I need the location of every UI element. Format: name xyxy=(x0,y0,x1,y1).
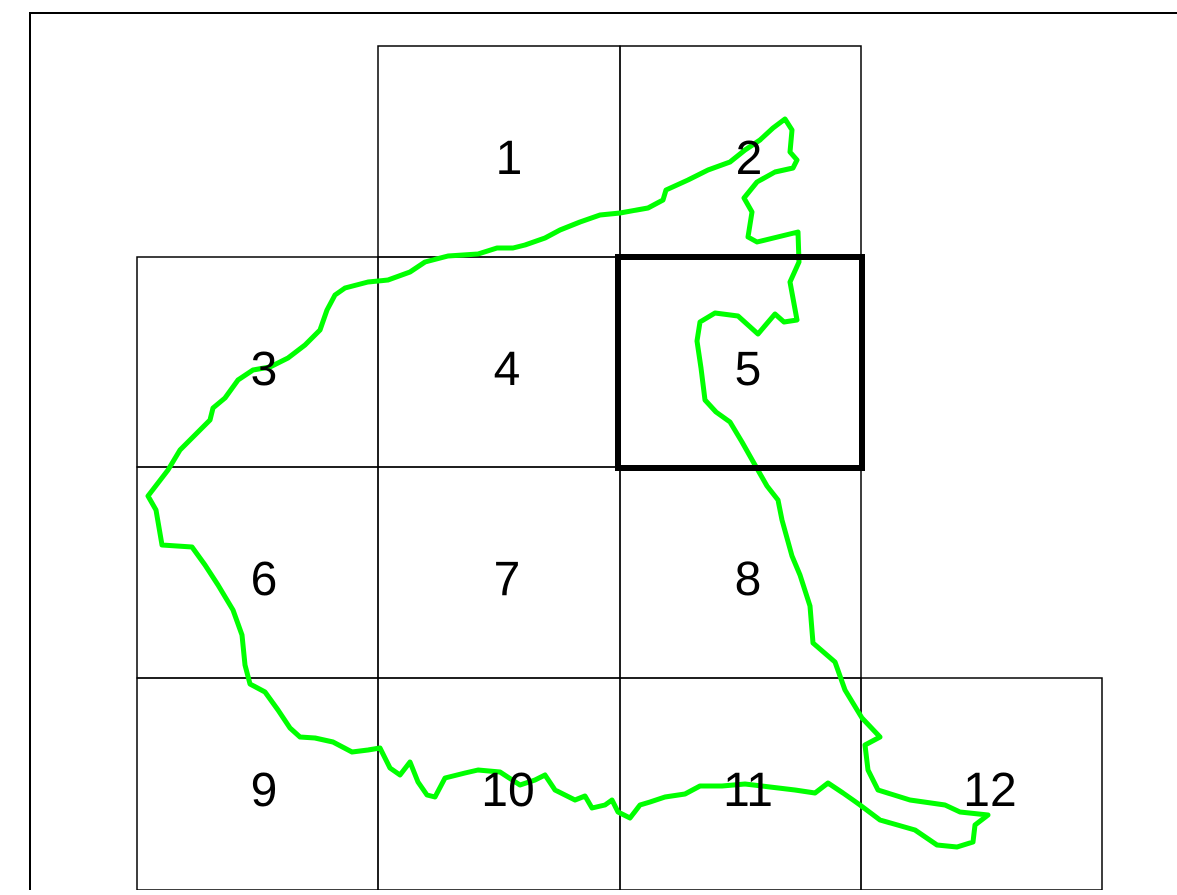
tile-5[interactable] xyxy=(615,254,865,471)
tile-label-6: 6 xyxy=(251,553,278,606)
map-border xyxy=(29,12,1177,895)
tile-label-1: 1 xyxy=(496,132,523,185)
tile-label-2: 2 xyxy=(736,132,763,185)
tile-label-5: 5 xyxy=(735,343,762,396)
tile-labels: 1 2 3 4 5 6 7 8 9 10 11 12 xyxy=(251,132,1017,817)
tile-label-7: 7 xyxy=(494,553,521,606)
tile-label-12: 12 xyxy=(963,764,1016,817)
tile-label-8: 8 xyxy=(735,553,762,606)
boundary-outline xyxy=(145,116,991,850)
tile-label-10: 10 xyxy=(481,764,534,817)
tile-label-3: 3 xyxy=(251,343,278,396)
tile-label-11: 11 xyxy=(723,764,773,817)
tile-label-4: 4 xyxy=(494,343,521,396)
tile-label-9: 9 xyxy=(251,764,278,817)
